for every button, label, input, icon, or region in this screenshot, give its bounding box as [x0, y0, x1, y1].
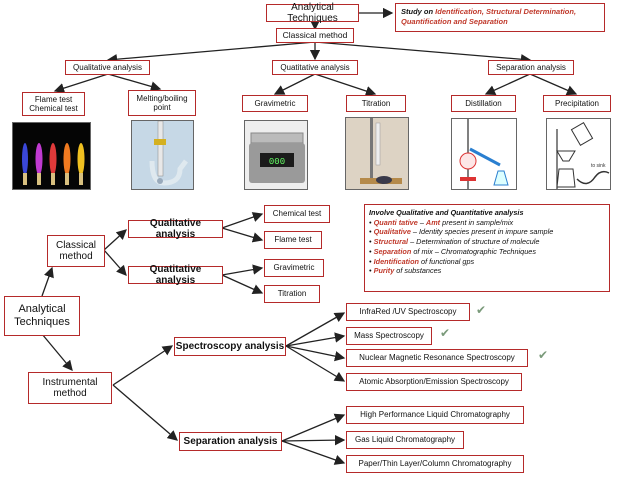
flame-test-node: Flame test — [264, 231, 322, 249]
qualitative-analysis-node: Qualitative analysis — [128, 218, 223, 240]
balance-display: 000 — [269, 157, 285, 167]
ir-uv-node: InfraRed /UV Spectroscopy — [346, 303, 470, 321]
balance-photo: 000 — [244, 120, 308, 190]
spectroscopy-analysis-node: Spectroscopy analysis — [174, 337, 286, 356]
precipitation-photo: to sink — [546, 118, 611, 190]
balance-icon: 000 — [245, 121, 307, 189]
root-analytical-techniques: Analytical Techniques — [4, 296, 80, 336]
info-identification-rest: of functional gps — [419, 256, 475, 266]
thiele-tube-icon — [132, 121, 193, 189]
sink-label: to sink — [591, 163, 606, 169]
titration-node: Titration — [264, 285, 320, 303]
quantitative-analysis-node: Quatitative analysis — [128, 264, 223, 286]
checkmark-icon: ✔ — [440, 326, 451, 340]
info-line-identification: • Identification of functional gps — [369, 256, 475, 266]
info-quantitative-key: Quanti tative — [373, 217, 418, 227]
distillation-photo — [451, 118, 517, 190]
mass-spectroscopy-node: Mass Spectroscopy — [346, 327, 432, 345]
info-amt-key: Amt — [425, 217, 441, 227]
melting-point-box: Melting/boiling point — [128, 90, 196, 116]
analytical-techniques-header: Analytical Techniques — [266, 2, 359, 24]
info-line-structural: • Structural – Determination of structur… — [369, 237, 540, 247]
info-qualitative-rest: – Identity species present in impure sam… — [410, 227, 554, 237]
melting-point-photo — [131, 120, 194, 190]
flame-test-box: Flame test Chemical test — [22, 92, 85, 116]
titration-box: Titration — [346, 95, 406, 112]
info-line-quantitative: • Quanti tative – Amt present in sample/… — [369, 217, 514, 227]
info-separation-rest: of mix – Chromatographic Techniques — [411, 246, 536, 256]
qualitative-branch: Qualitative analysis — [65, 60, 150, 75]
info-identification-key: Identification — [373, 256, 419, 266]
hplc-node: High Performance Liquid Chromatography — [346, 406, 524, 424]
paper-tlc-column-node: Paper/Thin Layer/Column Chromatography — [346, 455, 524, 473]
info-separation-key: Separation — [373, 246, 412, 256]
distillation-box: Distillation — [451, 95, 516, 112]
classical-method-header: Classical method — [276, 28, 354, 43]
flame-tubes-icon — [22, 143, 85, 185]
distillation-apparatus-icon — [459, 119, 509, 189]
study-prefix: Study on — [401, 7, 436, 16]
info-title: Involve Qualitative and Quantitative ana… — [369, 208, 524, 217]
separation-analysis-node: Separation analysis — [179, 432, 282, 451]
flame-test-photo — [12, 122, 91, 190]
study-identification: Identification, — [435, 7, 487, 16]
study-note: Study on Identification, Structural Dete… — [395, 3, 605, 32]
info-structural-rest: – Determination of structure of molecule — [408, 237, 540, 247]
classical-method-node: Classical method — [47, 235, 105, 267]
info-line-separation: • Separation of mix – Chromatographic Te… — [369, 246, 536, 256]
aas-node: Atomic Absorption/Emission Spectroscopy — [346, 373, 522, 391]
checkmark-icon: ✔ — [476, 303, 487, 317]
nmr-node: Nuclear Magnetic Resonance Spectroscopy — [346, 349, 528, 367]
info-qualitative-key: Qualitative — [373, 227, 411, 237]
info-line-purity: • Purity of substances — [369, 266, 442, 276]
info-line-qualitative: • Qualitative – Identity species present… — [369, 227, 554, 237]
instrumental-method-node: Instrumental method — [28, 372, 112, 404]
checkmark-icon: ✔ — [538, 348, 549, 362]
info-quantitative-mid: – — [417, 217, 426, 227]
chemical-test-node: Chemical test — [264, 205, 330, 223]
info-purity-key: Purity — [373, 266, 395, 276]
gravimetric-box: Gravimetric — [242, 95, 308, 112]
glc-node: Gas Liquid Chromatography — [346, 431, 464, 449]
filtration-icon: to sink — [556, 122, 610, 189]
info-box: Involve Qualitative and Quantitative ana… — [364, 204, 610, 292]
info-structural-key: Structural — [373, 237, 409, 247]
study-quantification: Quantification and Separation — [401, 17, 508, 27]
info-purity-rest: of substances — [394, 266, 442, 276]
gravimetric-node: Gravimetric — [264, 259, 324, 277]
quantitative-branch: Quatitative analysis — [272, 60, 358, 75]
info-quantitative-rest: present in sample/mix — [440, 217, 514, 227]
precipitation-box: Precipitation — [543, 95, 611, 112]
separation-branch: Separation analysis — [488, 60, 574, 75]
burette-icon — [346, 118, 408, 189]
study-structural: Structural Determination, — [486, 7, 577, 16]
titration-photo — [345, 117, 409, 190]
